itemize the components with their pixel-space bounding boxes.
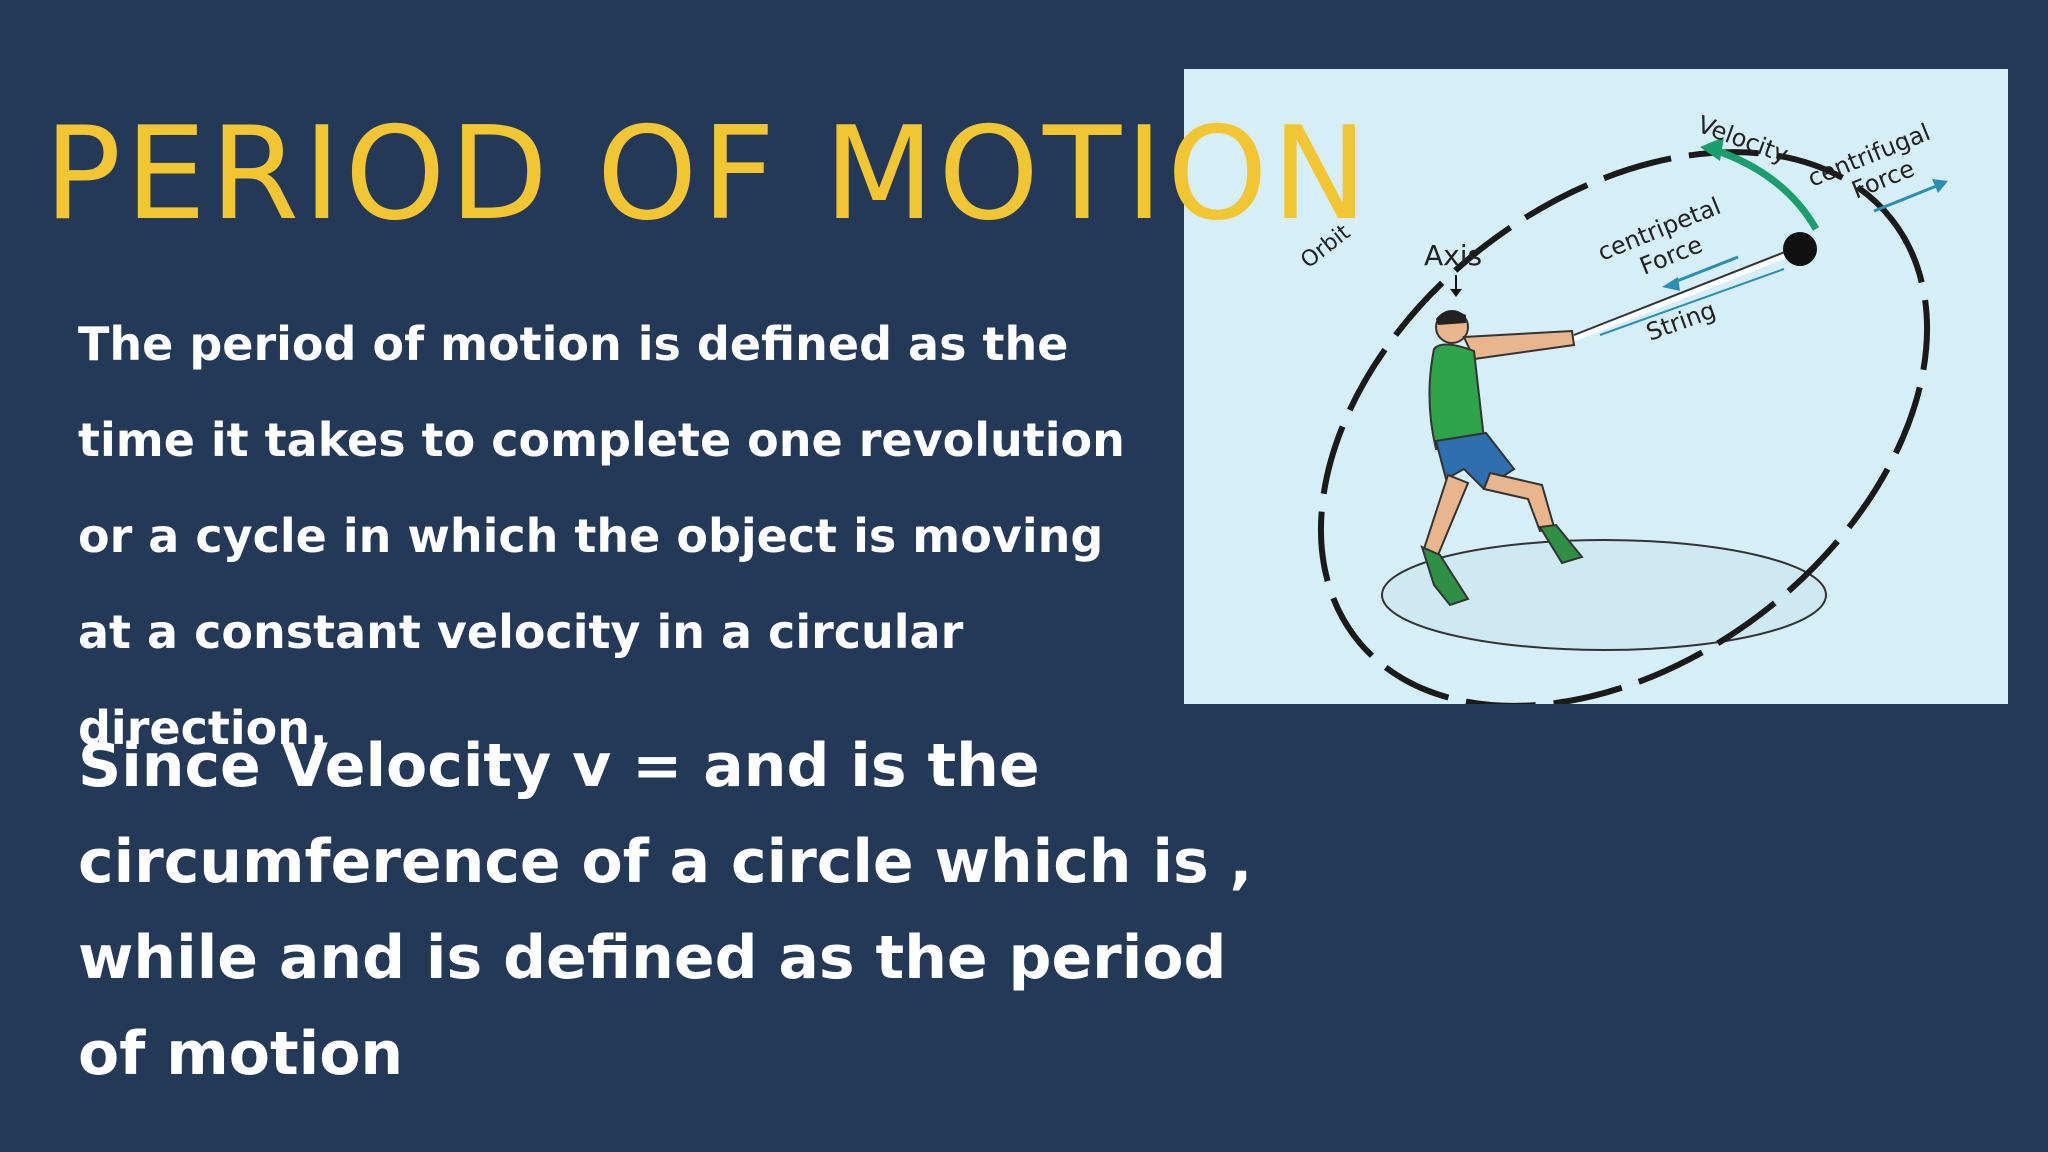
diagram-svg: Velocity centrifugal Force centripetal F… [1296,110,1948,704]
axis-arrowhead [1450,289,1462,297]
centripetal-arrowhead [1662,277,1680,291]
velocity-arrowhead [1700,137,1724,161]
string-line-edge [1573,245,1801,336]
ground-circle [1381,539,1827,651]
orbit-path [1317,149,1931,704]
string-line [1573,247,1801,342]
string-arrow [1599,268,1785,336]
velocity-arrow [1710,145,1820,231]
centrifugal-arrow [1873,183,1940,213]
velocity-explanation: Since Velocity v = and is the circumfere… [78,731,1253,1089]
centrifugal-arrowhead [1932,179,1948,193]
centripetal-arrow [1671,255,1739,285]
slide-title: PERIOD OF MOTION [44,100,1372,249]
athlete-figure [1420,310,1584,607]
hammer-ball [1783,232,1817,266]
definition-paragraph: The period of motion is defined as the t… [78,317,1125,755]
hammer-throw-diagram: Velocity centrifugal Force centripetal F… [1184,69,2008,704]
axis-label: Axis [1424,239,1482,272]
